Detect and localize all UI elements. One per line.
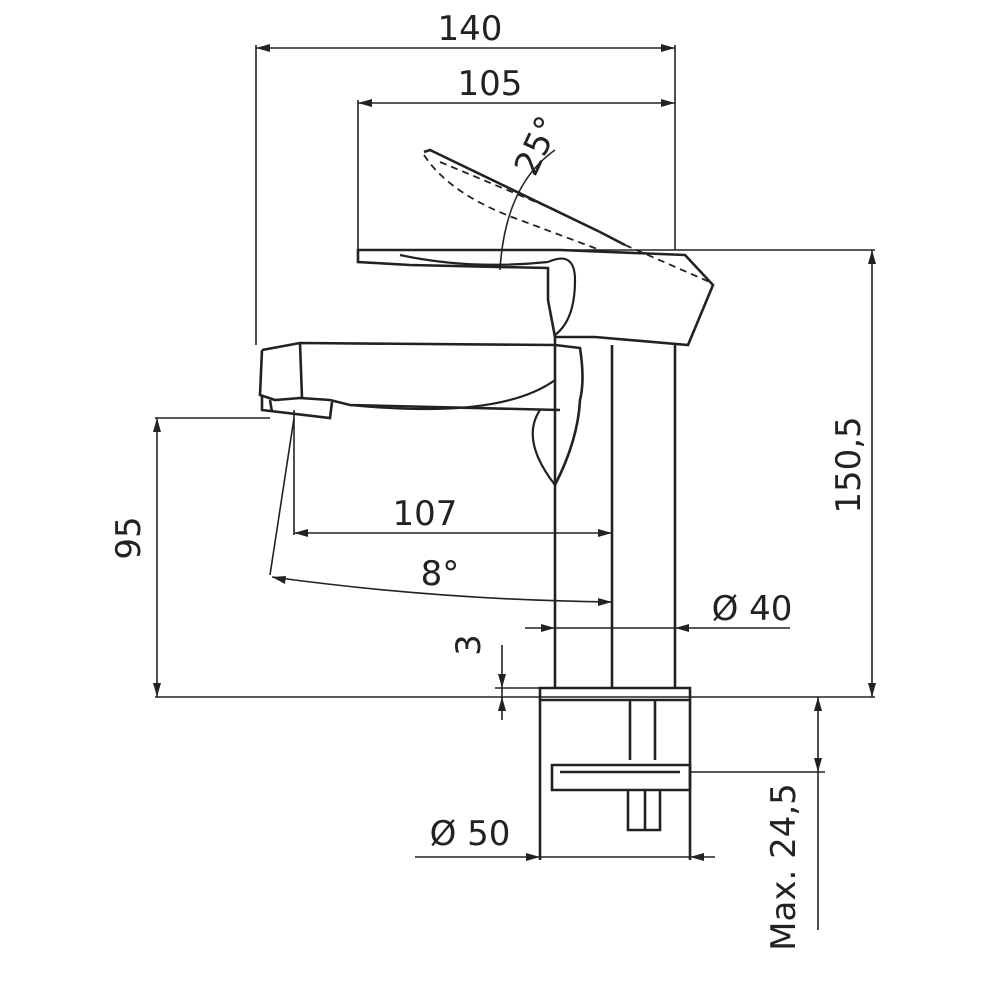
label-overall-width: 140 <box>438 9 503 49</box>
dim-arrow <box>272 576 286 584</box>
dim-arrow <box>541 624 555 632</box>
faucet-outline <box>255 45 715 860</box>
dim-arrow <box>814 697 822 711</box>
mounting-bolt <box>626 790 662 832</box>
mounting-washer <box>550 763 692 792</box>
dim-arrow <box>868 683 876 697</box>
base-flange <box>538 686 692 702</box>
dim-arrow <box>868 250 876 264</box>
dim-arrow <box>498 674 506 688</box>
label-base-thickness: 3 <box>449 634 489 656</box>
dim-arrow <box>358 99 372 107</box>
dim-arrow <box>814 758 822 772</box>
dim-arrow <box>153 683 161 697</box>
lever-handle-curve <box>399 253 577 336</box>
label-base-diameter: Ø 50 <box>430 814 511 854</box>
spout-aerator <box>260 395 334 420</box>
dim-arc-25 <box>499 149 556 271</box>
label-handle-angle: 25° <box>507 110 569 182</box>
label-handle-width: 105 <box>458 64 523 104</box>
lever-handle <box>356 248 715 347</box>
dim-arrow <box>598 598 612 606</box>
dim-arrow <box>661 99 675 107</box>
label-body-diameter: Ø 40 <box>712 589 793 629</box>
label-max-deck-thickness: Max. 24,5 <box>764 783 804 951</box>
label-spout-angle: 8° <box>421 554 460 594</box>
dim-arrow <box>598 529 612 537</box>
dim-arrow <box>498 697 506 711</box>
dimension-labels: 140 105 25° 150,5 95 107 8° Ø 40 3 Ø 50 … <box>109 9 869 951</box>
label-spout-reach: 107 <box>393 494 458 534</box>
dim-arrow <box>690 853 704 861</box>
label-spout-height: 95 <box>109 516 149 559</box>
dimension-lines <box>153 44 876 930</box>
spout-curve <box>349 379 556 486</box>
dim-arrow <box>256 44 270 52</box>
mounting-body <box>538 700 692 860</box>
faucet-spout <box>258 341 584 486</box>
dim-arrow <box>294 529 308 537</box>
lever-tilted-outline <box>423 154 713 284</box>
dim-arrow <box>661 44 675 52</box>
dim-arrow <box>153 418 161 432</box>
dim-arrow <box>526 853 540 861</box>
mounting-shank <box>628 700 657 760</box>
lever-handle-tilted <box>423 148 626 247</box>
spout-angle-extension <box>269 417 295 576</box>
label-total-height: 150,5 <box>829 416 869 513</box>
faucet-body <box>553 338 677 688</box>
dim-arrow <box>675 624 689 632</box>
dim-arc-8 <box>271 576 613 603</box>
